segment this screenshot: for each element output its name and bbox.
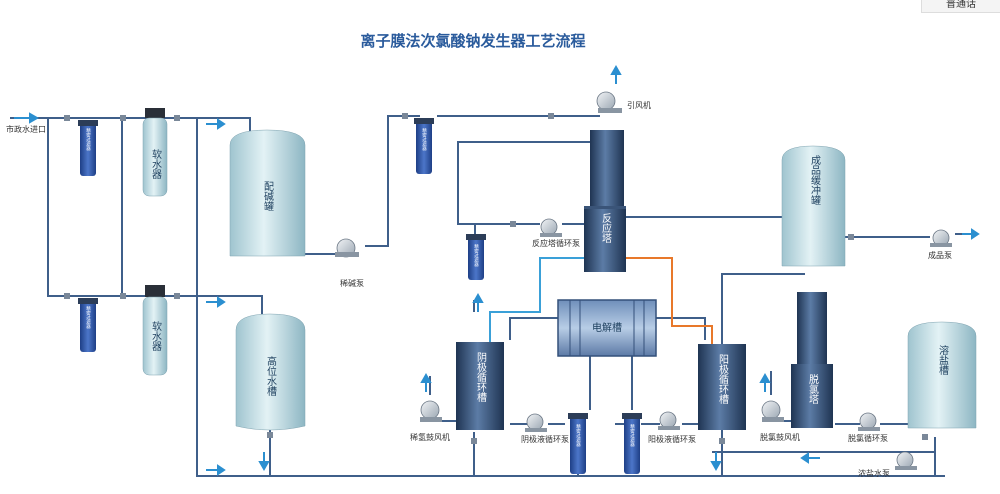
anode-filter-text: 精密过滤器 <box>630 423 635 448</box>
high-water-tank: 高位水槽 <box>235 313 306 431</box>
cathode-pump: 阴极液循环泵 <box>521 413 569 444</box>
dechlor-pump-label: 脱氯循环泵 <box>848 433 888 443</box>
product-tank: 成品缓冲罐 <box>781 145 846 267</box>
alkali-filter-text: 精密过滤器 <box>422 127 427 152</box>
alkali-tank-label: 配碱罐 <box>262 181 274 212</box>
product-pump-label: 成品泵 <box>928 250 952 260</box>
alkali-filter: 精密过滤器 <box>414 118 434 174</box>
tower-pump: 反应塔循环泵 <box>532 218 580 248</box>
anode-pump-label: 阳极液循环泵 <box>648 434 696 444</box>
dechlor-pump: 脱氯循环泵 <box>848 412 888 443</box>
induced-fan-label: 引风机 <box>627 100 651 110</box>
softener-top: 软水器 <box>142 108 168 197</box>
alkali-tank: 配碱罐 <box>229 129 306 257</box>
high-water-tank-label: 高位水槽 <box>265 355 277 397</box>
induced-fan: 引风机 <box>596 91 651 113</box>
prefilter-top: 精密过滤器 <box>78 120 98 176</box>
anode-tank: 阳极循环槽 <box>698 344 746 430</box>
language-tab[interactable]: 普通话 <box>921 0 1000 13</box>
prefilter-top-text: 精密过滤器 <box>86 127 91 152</box>
dechlor-tower: 脱氯塔 <box>791 292 833 428</box>
product-tank-label: 成品缓冲罐 <box>809 155 821 206</box>
anode-tank-label: 阳极循环槽 <box>717 354 729 405</box>
prefilter-bottom-text: 精密过滤器 <box>86 305 91 330</box>
cathode-filter: 精密过滤器 <box>568 413 588 474</box>
reaction-tower: 反应塔 <box>584 130 626 272</box>
diagram-title: 离子膜法次氯酸钠发生器工艺流程 <box>360 32 585 50</box>
tower-filter: 精密过滤器 <box>466 234 486 280</box>
brine-pump: 浓盐水泵 <box>858 451 917 478</box>
dechlor-fan-label: 脱氯鼓风机 <box>760 432 800 442</box>
cathode-return-line <box>489 257 590 342</box>
tower-filter-text: 精密过滤器 <box>474 243 479 268</box>
anode-pump: 阳极液循环泵 <box>648 411 696 444</box>
brine-tank: 溶盐槽 <box>907 321 977 429</box>
electrolyzer: 电解槽 <box>557 299 657 357</box>
dechlor-tower-label: 脱氯塔 <box>807 373 819 405</box>
cathode-tank-label: 阴极循环槽 <box>475 352 487 403</box>
product-pump: 成品泵 <box>928 229 952 260</box>
valves <box>64 113 928 444</box>
reaction-tower-label: 反应塔 <box>600 213 612 244</box>
brine-pump-label: 浓盐水泵 <box>858 468 890 478</box>
flow-arrows <box>14 64 980 476</box>
brine-tank-label: 溶盐槽 <box>937 344 949 376</box>
alkali-pump: 稀碱泵 <box>335 238 364 288</box>
electrolyzer-label: 电解槽 <box>592 321 622 334</box>
pipe-network <box>10 115 975 477</box>
alkali-pump-label: 稀碱泵 <box>340 278 364 288</box>
hydrogen-fan-label: 稀氢鼓风机 <box>410 432 450 442</box>
prefilter-bottom: 精密过滤器 <box>78 298 98 352</box>
hydrogen-fan: 稀氢鼓风机 <box>410 400 450 442</box>
softener-top-label: 软水器 <box>150 148 162 180</box>
cathode-filter-text: 精密过滤器 <box>576 423 581 448</box>
cathode-tank: 阴极循环槽 <box>456 342 504 430</box>
cathode-pump-label: 阴极液循环泵 <box>521 434 569 444</box>
city-water-inlet-label: 市政水进口 <box>6 124 46 134</box>
softener-bottom: 软水器 <box>142 285 168 376</box>
tower-pump-label: 反应塔循环泵 <box>532 238 580 248</box>
anode-filter: 精密过滤器 <box>622 413 642 474</box>
anode-return-line <box>615 257 713 344</box>
dechlor-fan: 脱氯鼓风机 <box>760 400 800 442</box>
softener-bottom-label: 软水器 <box>150 320 162 352</box>
